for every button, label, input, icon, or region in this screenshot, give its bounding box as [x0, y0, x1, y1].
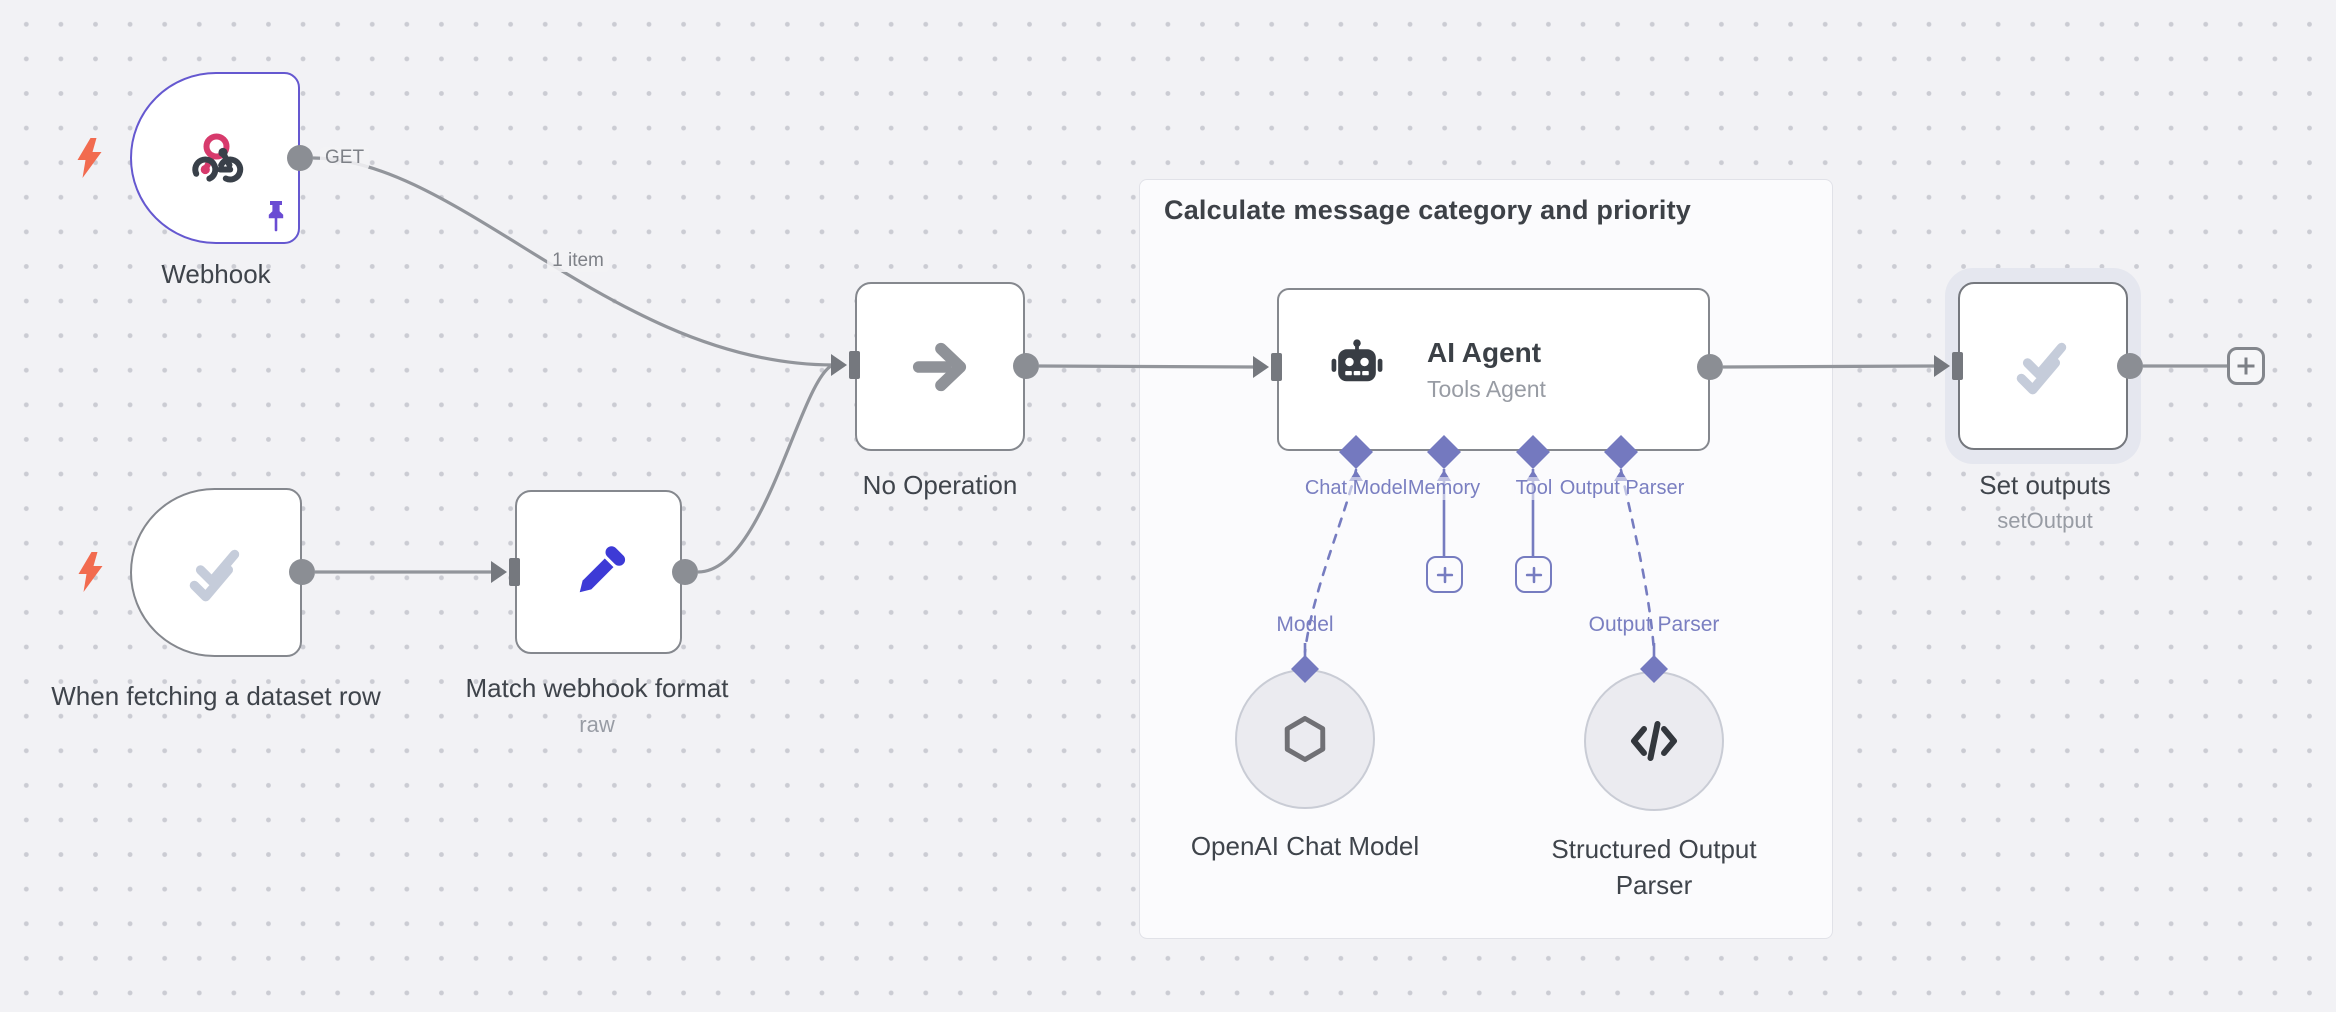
- dataset-trigger-bolt-icon: [78, 552, 103, 592]
- match-format-subtitle: raw: [579, 712, 615, 737]
- node-ai-agent[interactable]: AI Agent Tools Agent: [1277, 288, 1710, 451]
- pin-icon[interactable]: [264, 200, 288, 232]
- ai-agent-subtitle: Tools Agent: [1427, 375, 1546, 402]
- code-icon: [1631, 721, 1677, 761]
- node-webhook[interactable]: [130, 72, 300, 244]
- openai-chat-model-label: OpenAI Chat Model: [1190, 831, 1420, 861]
- webhook-icon: [192, 133, 244, 183]
- pencil-icon: [579, 546, 625, 593]
- node-openai-chat-model[interactable]: [1235, 669, 1375, 809]
- webhook-output-port-label: GET: [320, 147, 370, 169]
- plus-icon: [1436, 566, 1453, 583]
- add-memory-button[interactable]: [1426, 556, 1463, 593]
- double-check-icon: [2016, 342, 2067, 395]
- webhook-label: Webhook: [161, 259, 271, 289]
- edge-match-to-noop[interactable]: [697, 363, 834, 574]
- node-dataset-trigger[interactable]: [130, 488, 302, 657]
- match-format-label: Match webhook format: [465, 673, 729, 703]
- webhook-trigger-bolt-icon: [77, 138, 102, 178]
- parser-input-port-label: Output Parser: [1588, 613, 1720, 636]
- double-check-icon: [189, 549, 240, 601]
- node-no-operation[interactable]: [855, 282, 1025, 451]
- node-match-webhook-format[interactable]: [515, 490, 682, 654]
- node-structured-output-parser[interactable]: [1584, 671, 1724, 811]
- arrow-right-icon: [912, 342, 967, 391]
- dataset-trigger-label: When fetching a dataset row: [51, 681, 381, 711]
- edge-items-label: 1 item: [547, 250, 609, 272]
- add-next-node-button[interactable]: [2227, 347, 2265, 385]
- node-set-outputs[interactable]: [1958, 282, 2128, 450]
- set-outputs-label: Set outputs: [1979, 470, 2111, 500]
- robot-icon: [1331, 338, 1383, 381]
- plus-icon: [2237, 357, 2255, 375]
- add-tool-button[interactable]: [1515, 556, 1552, 593]
- set-outputs-subtitle: setOutput: [1997, 508, 2093, 533]
- openai-logo-icon: [1284, 716, 1326, 762]
- ai-agent-title: AI Agent: [1427, 336, 1542, 368]
- no-operation-label: No Operation: [862, 470, 1018, 500]
- plus-icon: [1525, 566, 1542, 583]
- structured-output-parser-label: Structured Output Parser: [1551, 834, 1757, 900]
- agent-chat-model-port-label: Chat Model: [1304, 477, 1408, 500]
- agent-output-parser-port-label: Output Parser: [1559, 477, 1685, 500]
- openai-input-port-label: Model: [1276, 613, 1334, 636]
- group-title: Calculate message category and priority: [1164, 195, 1691, 225]
- agent-memory-port-label: Memory: [1407, 477, 1481, 500]
- agent-tool-port-label: Tool: [1515, 477, 1553, 500]
